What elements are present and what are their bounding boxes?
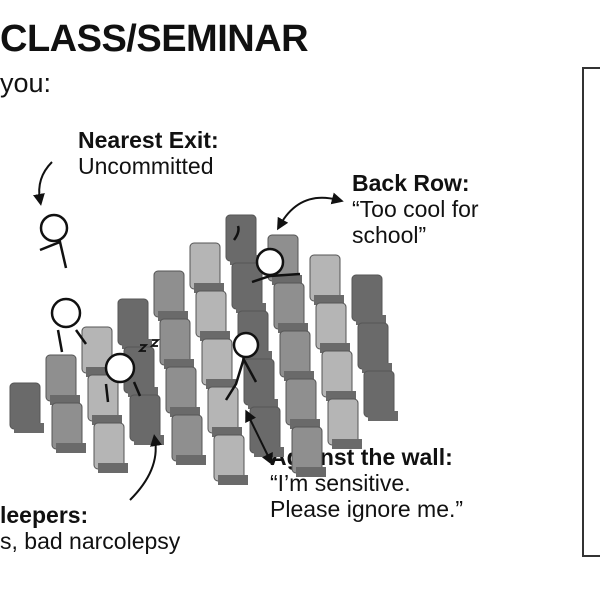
seat-cushion (242, 351, 272, 361)
label-back-row-text-2: school” (352, 221, 427, 248)
seat (231, 262, 263, 310)
seat (327, 398, 359, 446)
arrow-sleepers (129, 434, 162, 501)
seat (171, 414, 203, 462)
seat (87, 374, 119, 422)
seat (129, 394, 161, 442)
seat-cushion (158, 311, 188, 321)
seat (309, 254, 341, 302)
seat (159, 318, 191, 366)
seat-cushion (194, 283, 224, 293)
seat (189, 242, 221, 290)
seat-cushion (176, 455, 206, 465)
seat-cushion (122, 339, 152, 349)
seat-cushion (98, 463, 128, 473)
seat-cushion (206, 379, 236, 389)
label-against-wall-text-1: “I’m sensitive. (270, 469, 411, 496)
seat-cushion (284, 371, 314, 381)
seat (9, 382, 41, 430)
person-sleeper (104, 339, 161, 403)
seat-cushion (170, 407, 200, 417)
label-back-row: Back Row: “Too cool for school” (352, 170, 479, 248)
seat (363, 370, 395, 418)
seat (225, 214, 257, 262)
arrow-back-row (277, 192, 344, 231)
seat (195, 290, 227, 338)
seat (207, 386, 239, 434)
label-nearest-exit-text: Uncommitted (78, 152, 214, 179)
seat-cushion (212, 427, 242, 437)
seat-cushion (314, 295, 344, 305)
seat-cushion (218, 475, 248, 485)
seat-cushion (278, 323, 308, 333)
person-back-row (232, 225, 301, 284)
seat (351, 274, 383, 322)
seat-cushion (200, 331, 230, 341)
arrow-against-wall (245, 409, 273, 466)
seat (93, 422, 125, 470)
seat-cushion (56, 443, 86, 453)
seat-cushion (362, 363, 392, 373)
person-middle (50, 297, 88, 353)
seat-cushion (368, 411, 398, 421)
seat-cushion (296, 467, 326, 477)
seat-cushion (92, 415, 122, 425)
seat (153, 270, 185, 318)
label-against-wall-text-2: Please ignore me.” (270, 495, 464, 522)
seat-cushion (236, 303, 266, 313)
label-sleepers-heading: leepers: (0, 502, 89, 528)
seat-rows (9, 214, 398, 485)
label-nearest-exit: Nearest Exit: Uncommitted (78, 127, 219, 179)
side-panel-frame (582, 67, 600, 557)
seat-cushion (332, 439, 362, 449)
arrow-nearest-exit (33, 161, 53, 206)
seat (117, 298, 149, 346)
seat-cushion (164, 359, 194, 369)
seat (213, 434, 245, 482)
label-nearest-exit-heading: Nearest Exit: (78, 127, 219, 153)
seat (321, 350, 353, 398)
person-against-wall (224, 331, 260, 401)
seat-cushion (86, 367, 116, 377)
seat (357, 322, 389, 370)
seat-cushion (128, 387, 158, 397)
seat-cushion (326, 391, 356, 401)
seat (165, 366, 197, 414)
seat (45, 354, 77, 402)
seat-cushion (272, 275, 302, 285)
seat-cushion (248, 399, 278, 409)
seat (285, 378, 317, 426)
seat (279, 330, 311, 378)
seat-cushion (356, 315, 386, 325)
seat (51, 402, 83, 450)
seat (291, 426, 323, 474)
seat (201, 338, 233, 386)
seat-cushion (134, 435, 164, 445)
seat-cushion (230, 255, 260, 265)
page-title: CLASS/SEMINAR (0, 18, 309, 60)
label-back-row-text-1: “Too cool for (352, 195, 479, 222)
seat-cushion (254, 447, 284, 457)
person-nearest-exit (39, 213, 69, 269)
label-back-row-heading: Back Row: (352, 170, 470, 196)
seat (273, 282, 305, 330)
seat-cushion (320, 343, 350, 353)
seat-cushion (50, 395, 80, 405)
seat (315, 302, 347, 350)
seat-cushion (290, 419, 320, 429)
seat-cushion (14, 423, 44, 433)
label-sleepers: leepers: s, bad narcolepsy (0, 502, 180, 554)
label-sleepers-text: s, bad narcolepsy (0, 527, 181, 554)
page-subtitle: you: (0, 68, 52, 98)
